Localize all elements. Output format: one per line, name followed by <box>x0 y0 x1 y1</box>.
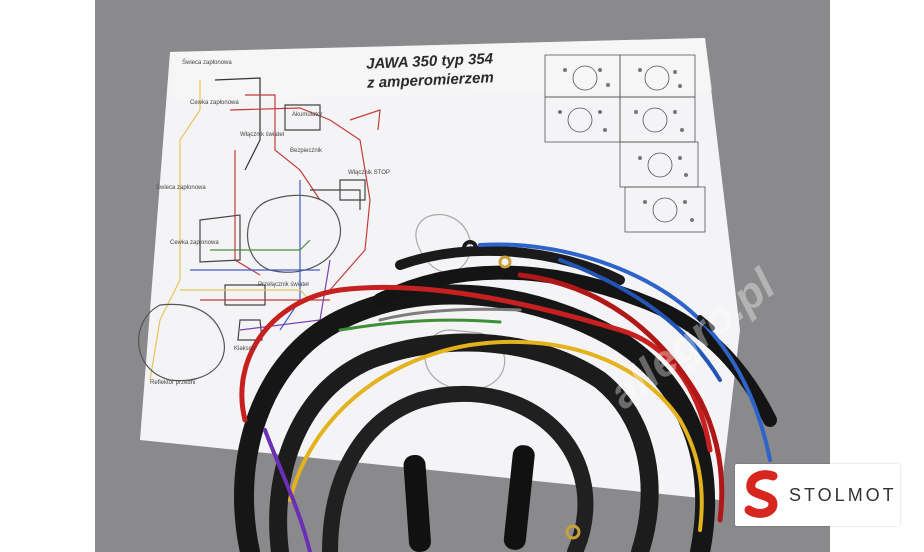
stolmot-s-mark <box>744 470 778 518</box>
label-fuse: Bezpiecznik <box>290 148 323 154</box>
wiring-harness <box>234 240 777 552</box>
label-battery: Akumulator <box>292 112 323 118</box>
label-light-selector: Przełącznik świateł <box>258 282 309 288</box>
label-ignition-coil-top: Cewka zapłonowa <box>190 100 239 106</box>
wiring-diagram-paper <box>140 38 740 500</box>
rubber-sleeves <box>403 445 535 552</box>
label-horn: Klakson <box>234 346 256 352</box>
label-ignition-coil-bottom: Cewka zapłonowa <box>170 240 219 246</box>
stolmot-brand-text: STOLMOT <box>789 484 897 505</box>
label-spark-plug-top: Świeca zapłonowa <box>182 60 232 66</box>
label-spark-plug-bottom: Świeca zapłonowa <box>156 185 206 191</box>
label-headlight: Reflektor przedni <box>150 380 196 386</box>
connector-grid <box>544 54 706 233</box>
label-light-switch: Włącznik świateł <box>240 132 285 138</box>
stolmot-logo: STOLMOT <box>735 464 900 526</box>
label-stop-switch: Włącznik STOP <box>348 170 390 176</box>
